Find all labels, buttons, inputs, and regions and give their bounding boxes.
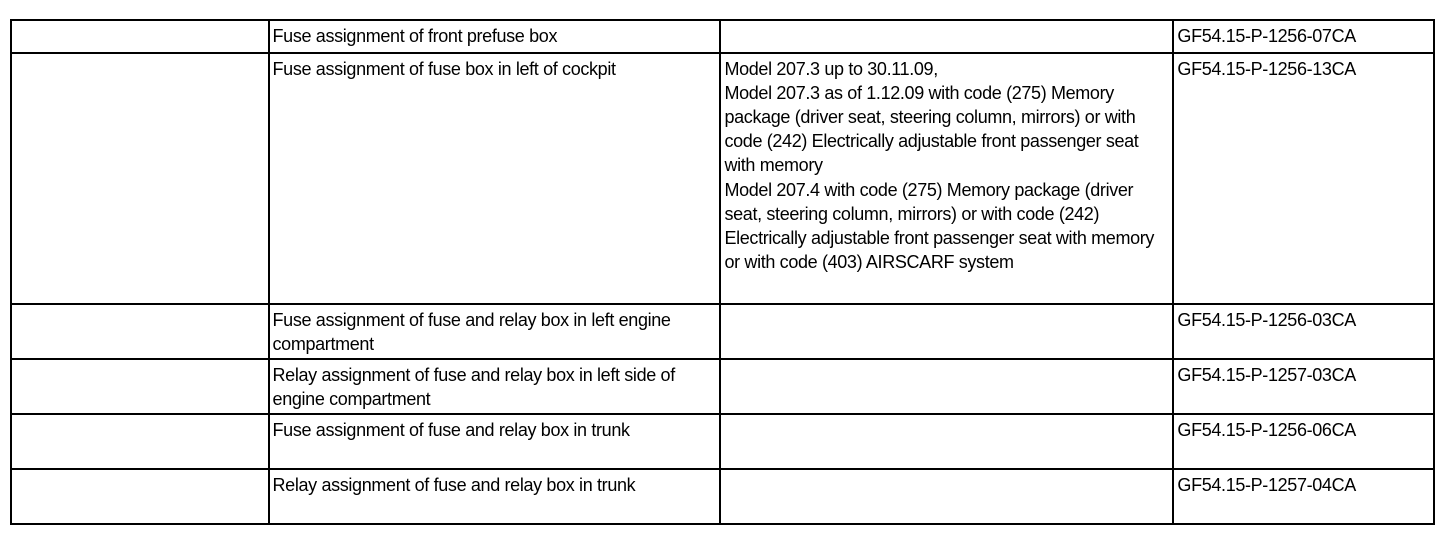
blank-cell bbox=[10, 358, 270, 415]
description-cell: Fuse assignment of fuse and relay box in… bbox=[267, 303, 722, 360]
blank-cell bbox=[10, 468, 270, 525]
fuse-assignment-table: Fuse assignment of front prefuse box GF5… bbox=[10, 19, 1435, 525]
document-link[interactable]: GF54.15-P-1256-06CA bbox=[1172, 413, 1435, 470]
notes-cell bbox=[719, 358, 1175, 415]
note-paragraph: Model 207.3 up to 30.11.09, Model 207.3 … bbox=[724, 59, 1139, 175]
notes-cell: Model 207.3 up to 30.11.09, Model 207.3 … bbox=[719, 52, 1175, 305]
table-row: Fuse assignment of fuse and relay box in… bbox=[10, 413, 1435, 470]
document-link[interactable]: GF54.15-P-1257-04CA bbox=[1172, 468, 1435, 525]
table-row: Fuse assignment of fuse box in left of c… bbox=[10, 52, 1435, 305]
blank-cell bbox=[10, 413, 270, 470]
table-row: Relay assignment of fuse and relay box i… bbox=[10, 468, 1435, 525]
document-link[interactable]: GF54.15-P-1256-03CA bbox=[1172, 303, 1435, 360]
notes-cell bbox=[719, 468, 1175, 525]
table-row: Relay assignment of fuse and relay box i… bbox=[10, 358, 1435, 415]
notes-cell bbox=[719, 19, 1175, 54]
description-cell: Relay assignment of fuse and relay box i… bbox=[267, 358, 722, 415]
blank-cell bbox=[10, 19, 270, 54]
blank-cell bbox=[10, 303, 270, 360]
table-row: Fuse assignment of front prefuse box GF5… bbox=[10, 19, 1435, 54]
description-cell: Fuse assignment of fuse box in left of c… bbox=[267, 52, 722, 305]
document-link[interactable]: GF54.15-P-1257-03CA bbox=[1172, 358, 1435, 415]
notes-cell bbox=[719, 303, 1175, 360]
document-link[interactable]: GF54.15-P-1256-07CA bbox=[1172, 19, 1435, 54]
description-cell: Fuse assignment of front prefuse box bbox=[267, 19, 722, 54]
blank-cell bbox=[10, 52, 270, 305]
description-cell: Relay assignment of fuse and relay box i… bbox=[267, 468, 722, 525]
table-row: Fuse assignment of fuse and relay box in… bbox=[10, 303, 1435, 360]
description-cell: Fuse assignment of fuse and relay box in… bbox=[267, 413, 722, 470]
note-paragraph: Model 207.4 with code (275) Memory packa… bbox=[724, 180, 1155, 272]
notes-cell bbox=[719, 413, 1175, 470]
document-link[interactable]: GF54.15-P-1256-13CA bbox=[1172, 52, 1435, 305]
